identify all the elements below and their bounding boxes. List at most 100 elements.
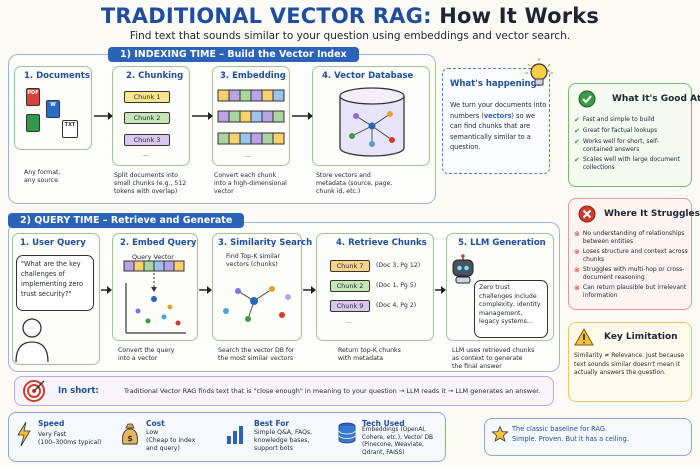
bar-chart-icon — [227, 426, 243, 444]
baseline-text: The classic baseline for RAG. Simple. Pr… — [512, 425, 629, 443]
lightbulb-icon — [525, 58, 553, 86]
title-part-b: How It Works — [439, 4, 600, 28]
green-check-icon — [578, 90, 596, 108]
retrieve-chunks-desc: Return top-K chunks with metadata — [338, 347, 401, 362]
struggle-item-text: No understanding of relationships betwee… — [582, 230, 685, 245]
good-item-text: Works well for short, self-contained ans… — [582, 138, 659, 153]
check-icon: ✔ — [574, 138, 580, 146]
struggle-item: ⊗Struggles with multi-hop or cross-docum… — [574, 266, 688, 281]
vectors-highlight: vectors — [483, 111, 512, 120]
struggle-item-text: Loses structure and context across chunk… — [582, 248, 688, 263]
key-limitation-card — [568, 322, 692, 402]
llm-answer-text: Zero trust challenges include complexity… — [479, 284, 541, 325]
struggle-item-text: Can return plausible but irrelevant info… — [582, 284, 687, 299]
vector-db-desc: Store vectors and metadata (source, page… — [316, 172, 393, 195]
similarity-search-title: 3. Similarity Search — [218, 238, 313, 248]
chunk-2: Chunk 2 — [124, 112, 170, 124]
embedding-title: 3. Embedding — [220, 71, 286, 81]
retrieved-chunk-7-meta: (Doc 3, Pg 12) — [376, 262, 421, 269]
embedding-more: ... — [245, 152, 251, 159]
key-limitation-text: Similarity ≠ Relevance. Just because tex… — [574, 352, 685, 376]
indexing-heading: 1) INDEXING TIME – Build the Vector Inde… — [108, 47, 359, 62]
speed-value: Very Fast (100–300ms typical) — [38, 431, 102, 446]
chunking-desc: Split documents into small chunks (e.g.,… — [114, 172, 187, 195]
tech-used-label: Tech Used — [362, 419, 405, 428]
embed-query-title: 2. Embed Query — [120, 238, 197, 248]
retrieved-chunk-2: Chunk 2 — [330, 280, 370, 292]
query-vector-cells — [123, 260, 185, 272]
baseline-note — [484, 418, 692, 456]
good-item: ✔Great for factual lookups — [574, 127, 688, 135]
x-circle-icon: ⊗ — [574, 230, 580, 238]
key-limitation-title: Key Limitation — [604, 332, 678, 342]
good-item-text: Fast and simple to build — [582, 116, 655, 123]
user-query-title: 1. User Query — [20, 238, 86, 248]
struggle-item-text: Struggles with multi-hop or cross-docume… — [582, 266, 685, 281]
money-bag-icon: $ — [122, 423, 138, 445]
chunk-1: Chunk 1 — [124, 91, 170, 103]
retrieved-chunk-7: Chunk 7 — [330, 260, 370, 272]
vector-db-cylinder-icon — [339, 87, 405, 157]
embedding-vector-row-3 — [217, 132, 285, 145]
svg-text:$: $ — [127, 434, 133, 443]
x-circle-icon: ⊗ — [574, 266, 580, 274]
whats-happening-text: We turn your documents into numbers (vec… — [450, 100, 548, 153]
x-circle-icon: ⊗ — [574, 284, 580, 292]
retrieved-chunk-9-meta: (Doc 4, Pg 2) — [376, 302, 417, 309]
struggle-item: ⊗No understanding of relationships betwe… — [574, 230, 688, 245]
good-item: ✔Scales well with large document collect… — [574, 156, 688, 171]
similarity-search-top: Find Top-K similar vectors (chunks) — [226, 253, 281, 268]
embedding-vector-row-1 — [217, 89, 285, 102]
pdf-file-icon: PDF — [26, 88, 40, 106]
word-file-icon: W — [46, 100, 60, 118]
embed-query-desc: Convert the query into a vector — [118, 347, 175, 362]
in-short-label: In short: — [58, 386, 99, 396]
whats-happening-pre: We turn your documents into numbers ( — [450, 101, 547, 120]
retrieved-chunk-2-meta: (Doc 1, Pg 5) — [376, 282, 417, 289]
similarity-search-plot — [223, 286, 291, 322]
cost-label: Cost — [146, 419, 165, 428]
in-short-bar — [14, 376, 554, 406]
struggle-item: ⊗Can return plausible but irrelevant inf… — [574, 284, 688, 299]
query-vector-label: Query Vector — [132, 253, 174, 261]
struggles-title: Where It Struggles — [604, 209, 700, 219]
user-query-text: "What are the key challenges of implemen… — [21, 260, 83, 298]
vector-db-title: 4. Vector Database — [322, 71, 414, 81]
embedding-vector-row-2 — [217, 110, 285, 123]
excel-file-icon — [26, 114, 40, 132]
check-icon: ✔ — [574, 156, 580, 164]
database-icon — [338, 422, 356, 444]
good-item-text: Great for factual lookups — [582, 127, 658, 134]
retrieve-chunks-more: ... — [346, 318, 352, 325]
documents-title: 1. Documents — [24, 71, 90, 81]
llm-answer-bubble: Zero trust challenges include complexity… — [474, 280, 548, 338]
good-item: ✔Fast and simple to build — [574, 116, 688, 124]
llm-generation-title: 5. LLM Generation — [458, 238, 546, 248]
page-title: TRADITIONAL VECTOR RAG: How It Works — [0, 4, 700, 28]
star-icon — [491, 425, 509, 442]
whats-happening-box — [442, 68, 550, 174]
whats-happening-post: ) so we can find chunks that are semanti… — [450, 111, 536, 152]
user-person-icon — [15, 318, 49, 363]
check-icon: ✔ — [574, 116, 580, 124]
query-vector-plot — [123, 260, 186, 334]
best-for-value: Simple Q&A, FAQs, knowledge bases, suppo… — [254, 429, 313, 452]
chunking-more: ... — [143, 151, 149, 158]
speed-label: Speed — [38, 419, 65, 428]
similarity-search-desc: Search the vector DB for the most simila… — [218, 347, 295, 362]
target-icon — [23, 380, 45, 402]
x-circle-icon: ⊗ — [574, 248, 580, 256]
warning-icon — [574, 327, 594, 346]
robot-icon — [452, 254, 474, 284]
word-label: W — [50, 102, 56, 108]
retrieve-chunks-title: 4. Retrieve Chunks — [336, 238, 427, 248]
user-query-bubble: "What are the key challenges of implemen… — [16, 255, 94, 311]
documents-desc: Any format, any source — [24, 169, 61, 184]
struggle-item: ⊗Loses structure and context across chun… — [574, 248, 688, 263]
whats-happening-title: What's happening? — [450, 79, 542, 89]
similarity-search-card — [212, 233, 302, 341]
title-part-a: TRADITIONAL VECTOR RAG: — [100, 4, 432, 28]
tech-used-value: Embeddings (OpenAI, Cohere, etc.), Vecto… — [362, 427, 434, 456]
